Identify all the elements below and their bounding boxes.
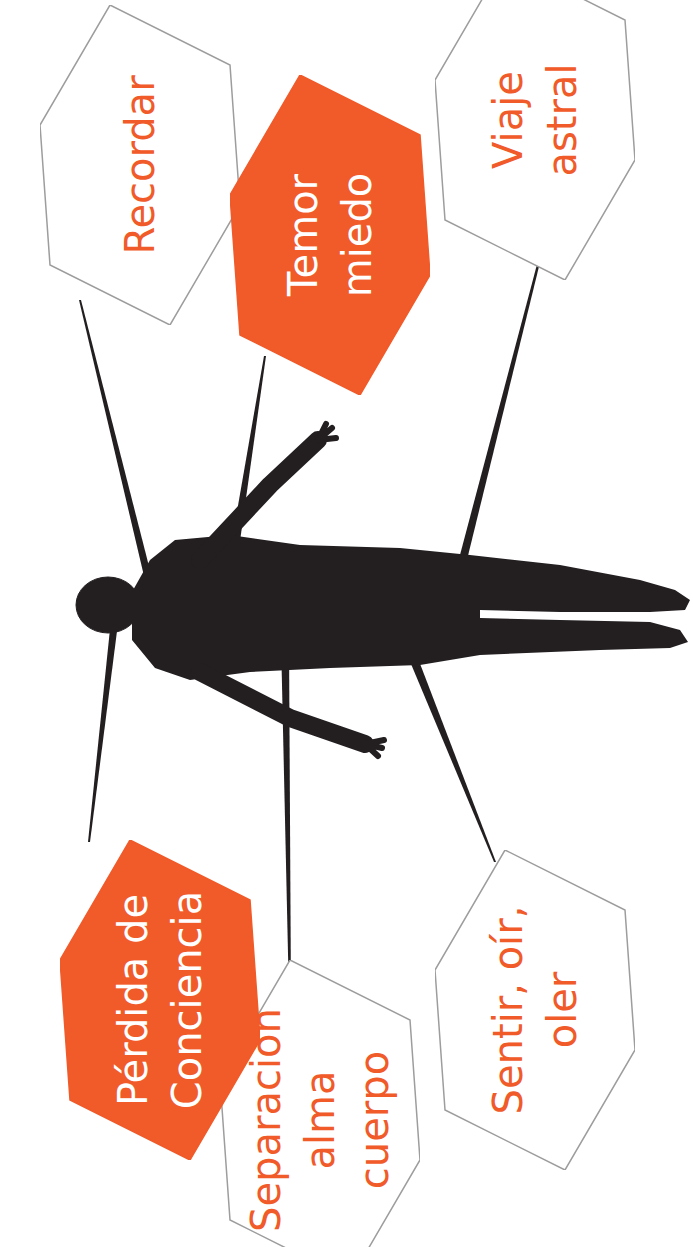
- hexagon-shape: [220, 960, 420, 1247]
- hexagon: Viaje astral: [435, 0, 635, 280]
- leader-line: [456, 238, 546, 572]
- hexagon-outline: [435, 0, 635, 280]
- hexagon-shape: [435, 0, 635, 280]
- hexagon-shape: [435, 850, 635, 1170]
- leader-line: [88, 600, 121, 842]
- silhouette-head: [76, 577, 140, 633]
- silhouette-arm: [200, 440, 318, 560]
- node-label: Recordar: [113, 75, 167, 254]
- leader-line: [406, 648, 496, 862]
- hexagon-text-group: Viaje astral: [481, 63, 589, 176]
- hexagon-outline: [230, 75, 430, 395]
- highlight-hexagon: Pérdida de Conciencia: [60, 840, 260, 1160]
- hexagon-text-group: Separación alma cuerpo: [239, 1008, 401, 1232]
- hexagon-outline: [435, 850, 635, 1170]
- node-label: Sentir, oír, oler: [481, 890, 589, 1130]
- hexagon-shape: [40, 5, 240, 325]
- hexagon-text-group: Recordar: [113, 75, 167, 254]
- hexagon: Recordar: [40, 5, 240, 325]
- hexagon-text-group: Sentir, oír, oler: [481, 890, 589, 1130]
- hexagon-shape: [230, 75, 430, 395]
- silhouette-hand: [318, 424, 336, 440]
- leader-line: [281, 640, 291, 998]
- node-label: Pérdida de Conciencia: [106, 891, 214, 1109]
- highlight-hexagon: Temor miedo: [230, 75, 430, 395]
- silhouette-hand: [365, 740, 384, 756]
- hexagon-text-group: Pérdida de Conciencia: [106, 891, 214, 1109]
- silhouette-arm: [200, 672, 365, 744]
- node-label: Viaje astral: [481, 63, 589, 176]
- node-label: Separación alma cuerpo: [239, 1008, 401, 1232]
- silhouette-body: [132, 535, 690, 680]
- node-label: Temor miedo: [276, 173, 384, 298]
- hexagon: Sentir, oír, oler: [435, 850, 635, 1170]
- hexagon-outline: [60, 840, 260, 1160]
- person-silhouette: [76, 424, 690, 756]
- hexagon-text-group: Temor miedo: [276, 173, 384, 298]
